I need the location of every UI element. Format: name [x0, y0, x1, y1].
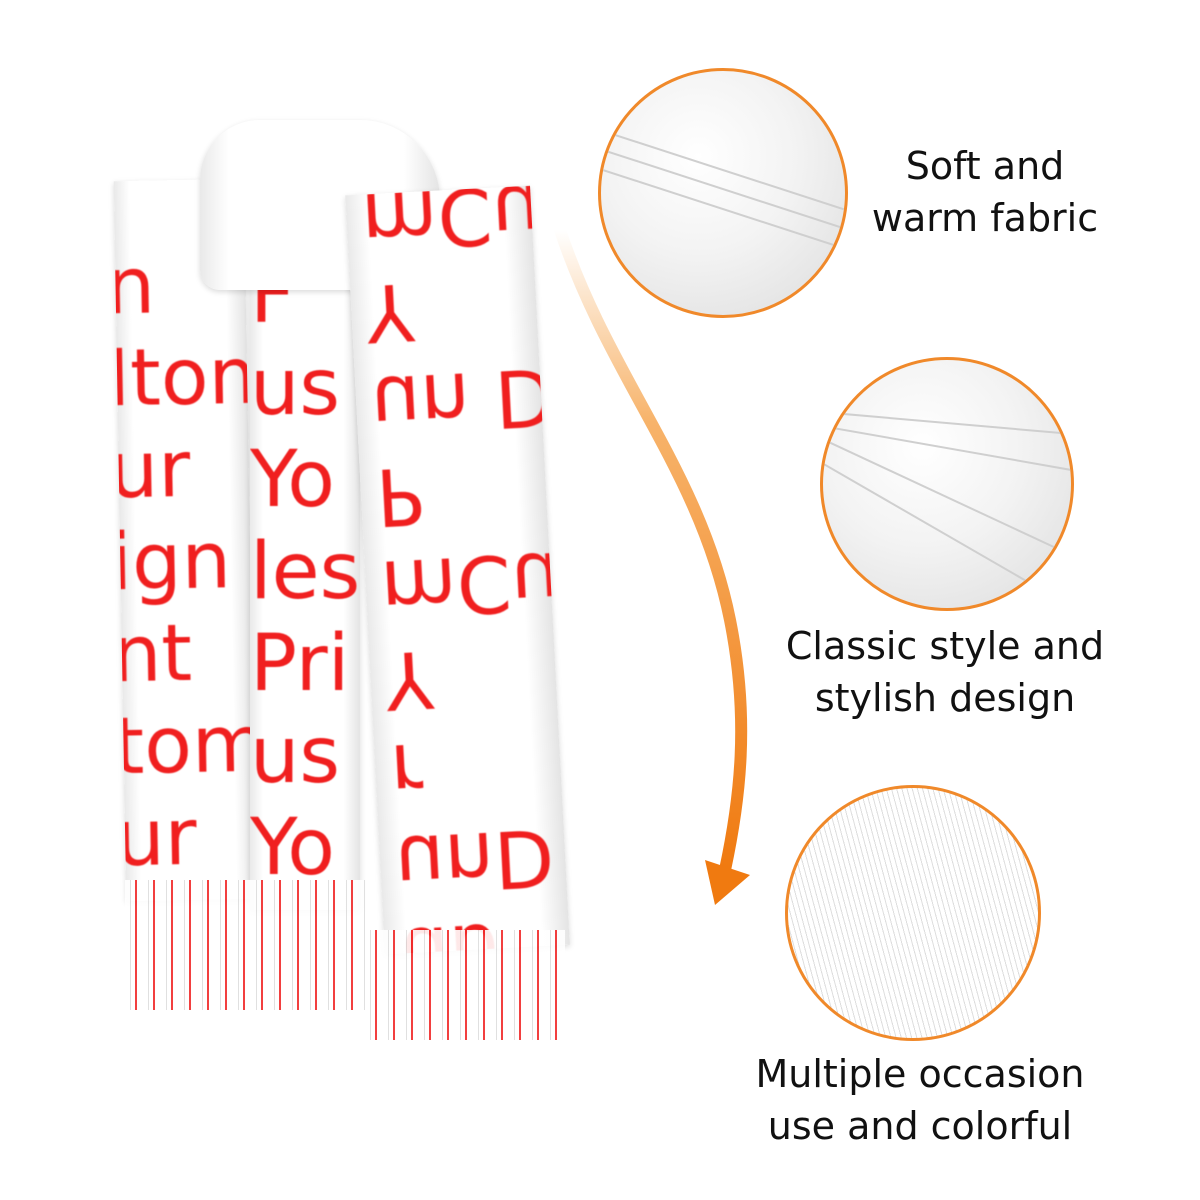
scarf-fringe-right — [365, 930, 565, 1040]
feature-caption-soft: Soft and warm fabric — [871, 144, 1099, 240]
fabric-detail-circle — [598, 68, 848, 318]
fringe-detail-circle — [785, 785, 1041, 1041]
scarf-image: n Itom ur ign nt tom ur F us Yo les Pri … — [0, 0, 620, 1100]
style-detail-circle — [820, 357, 1074, 611]
feature-caption-classic: Classic style and stylish design — [785, 624, 1105, 720]
feature-caption-multiple: Multiple occasion use and colorful — [755, 1052, 1085, 1148]
scarf-fringe-left — [125, 880, 365, 1010]
